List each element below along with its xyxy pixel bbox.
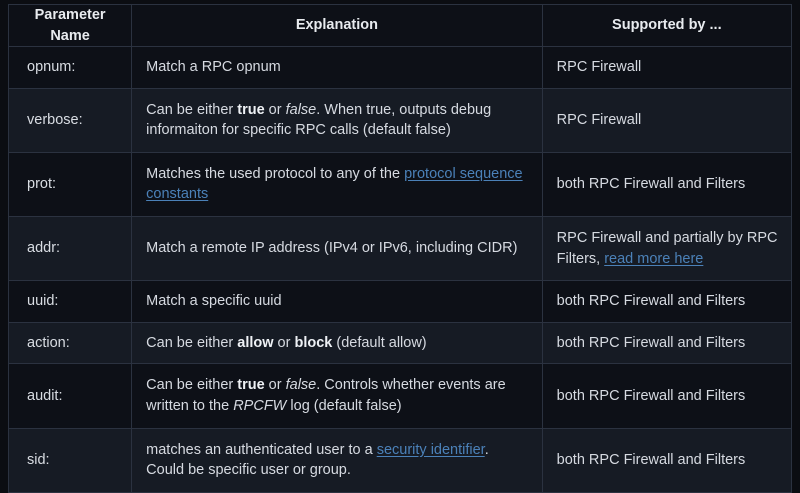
table-row: verbose: Can be either true or false. Wh… (7, 87, 793, 153)
supported-by-cell: RPC Firewall and partially by RPC Filter… (541, 216, 793, 282)
parameter-name-cell: addr: (7, 216, 133, 282)
parameter-name-cell: prot: (7, 151, 133, 218)
explanation-text-part: Can be either (146, 101, 238, 118)
explanation-text-part: (default allow) (332, 334, 427, 351)
explanation-text-part: matches an authenticated user to a (146, 441, 377, 458)
explanation-cell: Match a specific uuid (131, 280, 543, 323)
table-row: prot: Matches the used protocol to any o… (7, 151, 793, 218)
explanation-cell: matches an authenticated user to a secur… (131, 427, 543, 493)
column-header-parameter-name: Parameter Name (7, 3, 133, 48)
supported-by-cell: both RPC Firewall and Filters (541, 427, 793, 493)
explanation-cell: Match a remote IP address (IPv4 or IPv6,… (131, 216, 543, 282)
explanation-italic-false: false (285, 377, 317, 394)
explanation-text-part: Can be either (146, 377, 238, 394)
supported-by-cell: both RPC Firewall and Filters (541, 363, 793, 429)
page-container: Parameter Name Explanation Supported by … (7, 3, 793, 493)
parameter-name-cell: verbose: (7, 87, 133, 153)
parameter-name-cell: audit: (7, 363, 133, 429)
explanation-cell: Match a RPC opnum (131, 46, 543, 89)
table-row: audit: Can be either true or false. Cont… (7, 363, 793, 429)
explanation-text-part: Matches the used protocol to any of the (146, 165, 405, 182)
explanation-cell: Matches the used protocol to any of the … (131, 151, 543, 218)
link-protocol-sequence-constants[interactable]: protocol sequence constants (146, 165, 523, 203)
link-security-identifier[interactable]: security identifier (376, 441, 485, 458)
explanation-italic-rpcfw: RPCFW (233, 397, 287, 414)
supported-by-cell: RPC Firewall (541, 46, 793, 89)
explanation-italic-false: false (285, 101, 317, 118)
explanation-bold-allow: allow (237, 334, 274, 351)
column-header-supported-by: Supported by ... (541, 3, 793, 48)
supported-by-cell: both RPC Firewall and Filters (541, 151, 793, 218)
explanation-cell: Can be either true or false. Controls wh… (131, 363, 543, 429)
explanation-text-part: log (default false) (286, 397, 402, 414)
parameter-name-cell: uuid: (7, 280, 133, 323)
table-row: uuid: Match a specific uuid both RPC Fir… (7, 280, 793, 323)
explanation-bold-true: true (237, 101, 265, 118)
explanation-cell: Can be either allow or block (default al… (131, 321, 543, 365)
table-body: opnum: Match a RPC opnum RPC Firewall ve… (7, 46, 793, 493)
parameter-name-cell: sid: (7, 427, 133, 493)
explanation-text-part: . Controls whether events are written to… (146, 377, 506, 414)
parameter-name-cell: action: (7, 321, 133, 365)
table-row: sid: matches an authenticated user to a … (7, 427, 793, 493)
parameter-name-cell: opnum: (7, 46, 133, 89)
explanation-text-part: or (264, 377, 286, 394)
explanation-text-part: . When true, outputs debug informaiton f… (146, 101, 492, 139)
table-header-row: Parameter Name Explanation Supported by … (7, 3, 793, 48)
link-read-more-here[interactable]: read more here (604, 250, 704, 267)
explanation-text-part: Can be either (146, 334, 238, 351)
supported-by-cell: both RPC Firewall and Filters (541, 280, 793, 323)
explanation-text-part: or (264, 101, 286, 118)
table-row: action: Can be either allow or block (de… (7, 321, 793, 365)
column-header-explanation: Explanation (131, 3, 543, 48)
explanation-bold-true: true (237, 377, 265, 394)
supported-by-cell: RPC Firewall (541, 87, 793, 153)
supported-by-cell: both RPC Firewall and Filters (541, 321, 793, 365)
table-row: opnum: Match a RPC opnum RPC Firewall (7, 46, 793, 89)
table-header: Parameter Name Explanation Supported by … (7, 3, 793, 48)
explanation-bold-block: block (294, 334, 333, 351)
rpc-parameter-table: Parameter Name Explanation Supported by … (7, 3, 793, 493)
table-row: addr: Match a remote IP address (IPv4 or… (7, 216, 793, 282)
supported-text-part: RPC Firewall and partially by RPC Filter… (556, 230, 778, 267)
explanation-text-part: or (273, 334, 295, 351)
explanation-cell: Can be either true or false. When true, … (131, 87, 543, 153)
